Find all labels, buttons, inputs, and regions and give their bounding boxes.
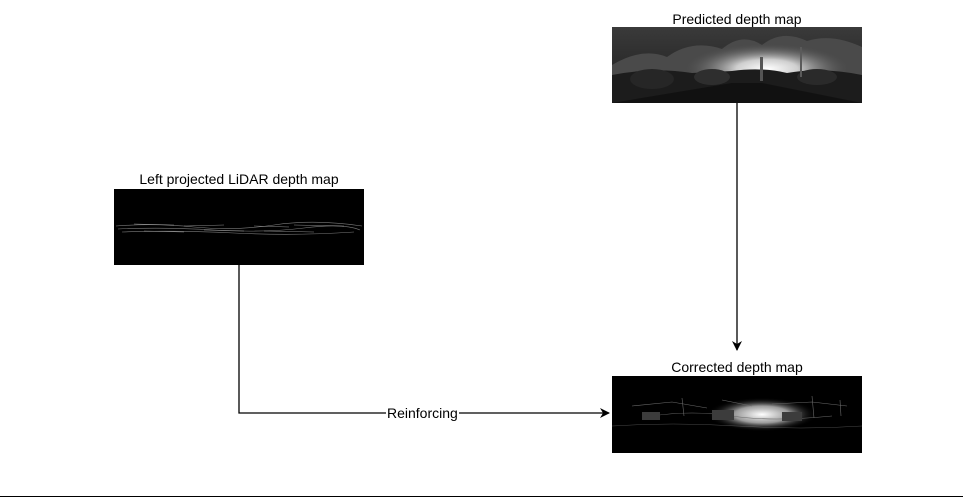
predicted-depth-map-image (612, 27, 862, 103)
corrected-depth-map-image (612, 376, 862, 453)
corrected-depth-map-render (612, 376, 862, 453)
predicted-depth-map-render (612, 27, 862, 103)
reinforcing-edge-label: Reinforcing (386, 405, 459, 421)
lidar-depth-map-image (114, 189, 364, 265)
lidar-depth-map-render (114, 189, 364, 265)
corrected-depth-map-caption: Corrected depth map (671, 359, 803, 375)
lidar-depth-map-caption: Left projected LiDAR depth map (139, 171, 339, 187)
bottom-divider (0, 496, 963, 497)
predicted-depth-map-caption: Predicted depth map (672, 11, 802, 27)
lidar-to-corrected-arrow (238, 265, 610, 418)
